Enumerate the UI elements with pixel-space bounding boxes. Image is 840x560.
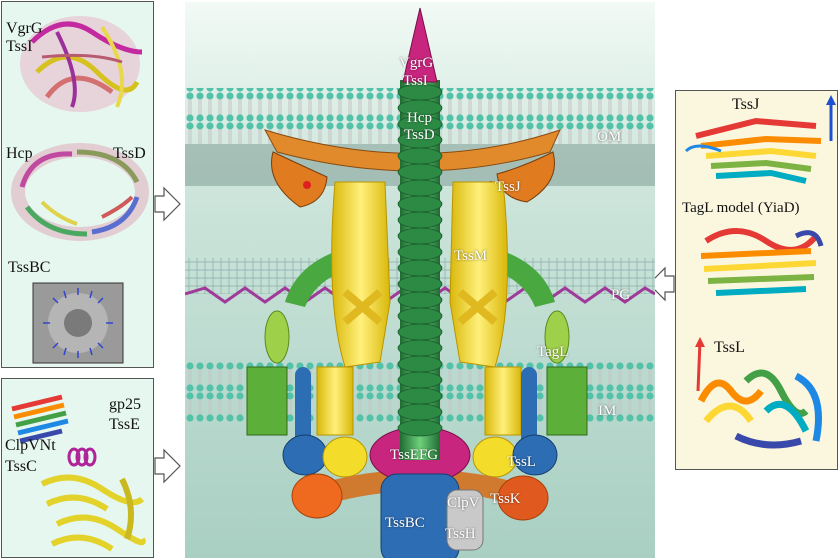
hcp-structure	[11, 143, 149, 241]
tssj-arc	[263, 129, 561, 172]
vgrg-structure	[20, 16, 143, 112]
center-tssj-label: TssJ	[495, 179, 521, 195]
center-tssk-label: TssK	[490, 491, 521, 507]
tagl-block-left	[246, 366, 288, 436]
tssj-right-cap	[496, 151, 555, 203]
tagl-block-right	[546, 366, 588, 436]
left-tssbc-label: TssBC	[8, 259, 51, 276]
right-panel: TssJ TagL model (YiaD) TssL	[675, 90, 838, 470]
center-tagl-label: TagL	[537, 344, 569, 360]
center-tssd-label: TssD	[404, 127, 435, 143]
right-structures	[684, 95, 836, 449]
center-tssi-label: TssI	[403, 73, 428, 89]
center-clpv-label: ClpV	[447, 495, 480, 511]
left-top-structures	[11, 16, 149, 364]
vgrg-spike	[402, 7, 438, 83]
tssl-structure	[695, 337, 822, 449]
center-tssefg-label: TssEFG	[390, 447, 439, 463]
center-pg-label: PG	[611, 287, 631, 303]
tssj-left-cap	[271, 151, 328, 208]
left-top-arrow	[154, 186, 181, 222]
clpvnt-structure	[11, 394, 69, 444]
tssbc-micrograph	[32, 282, 124, 364]
center-model: VgrG TssI Hcp TssD OM TssJ TssM PG TagL …	[185, 2, 655, 558]
left-top-panel: VgrG TssI Hcp TssD TssBC	[1, 1, 154, 368]
clpv-block	[446, 489, 484, 551]
left-clpvnt-label: ClpVNt	[5, 437, 56, 454]
left-tssd-label: TssD	[113, 145, 146, 162]
center-hcp-label: Hcp	[407, 110, 432, 126]
tssm-right	[449, 181, 508, 368]
hcp-tube	[397, 80, 443, 460]
left-gp25-label: gp25	[109, 396, 141, 413]
center-tssh-label: TssH	[445, 526, 476, 542]
tagl-model-structure	[700, 228, 824, 296]
center-tssm-label: TssM	[454, 248, 488, 264]
center-tssbc-label: TssBC	[385, 515, 425, 531]
left-tssi-label: TssI	[6, 38, 33, 55]
tssm-left	[331, 181, 391, 368]
tssc-structure	[40, 474, 146, 552]
left-tsse-label: TssE	[109, 416, 140, 433]
center-om-label: OM	[597, 129, 622, 145]
tssl-rod-left	[295, 367, 311, 447]
left-vgrg-label: VgrG	[6, 20, 43, 37]
secretion-system-model	[185, 2, 655, 558]
left-tssc-label: TssC	[5, 458, 37, 475]
left-hcp-label: Hcp	[6, 145, 33, 162]
center-tssl-label: TssL	[507, 454, 536, 470]
center-im-label: IM	[598, 403, 617, 419]
right-tagl-model-label: TagL model (YiaD)	[682, 200, 800, 216]
tssj-structure	[684, 95, 836, 184]
right-tssl-label: TssL	[714, 339, 745, 356]
right-tssj-label: TssJ	[732, 96, 760, 113]
left-bottom-panel: gp25 TssE ClpVNt TssC	[1, 378, 154, 558]
left-bottom-arrow	[154, 448, 181, 484]
center-vgrg-label: VgrG	[399, 55, 434, 71]
left-bottom-structures	[11, 394, 146, 552]
gp25-helix	[67, 447, 97, 467]
tssl-rod-right	[521, 367, 537, 447]
